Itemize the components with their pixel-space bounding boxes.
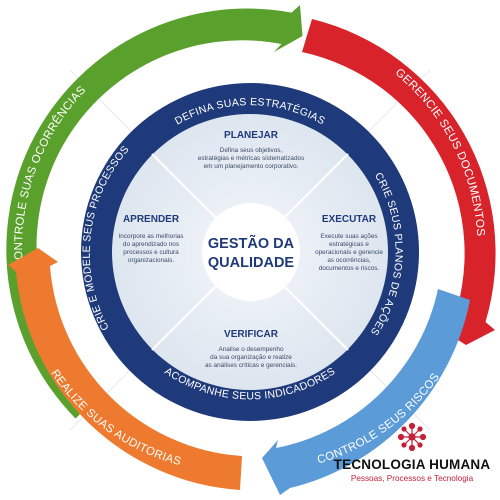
- verificar-line: as análises críticas e gerenciais.: [205, 362, 297, 369]
- quadrant-aprender: APRENDER Incorpore as melhorias do apren…: [118, 214, 183, 264]
- quadrant-executar: EXECUTAR Execute suas ações estratégicas…: [315, 214, 383, 272]
- center-title-line2: QUALIDADE: [208, 255, 295, 271]
- aprender-line: Incorpore as melhorias: [118, 233, 183, 240]
- verificar-line: Analise o desempenho: [218, 346, 283, 353]
- verificar-line: da sua organização e realize: [210, 354, 292, 361]
- executar-line: as ocorrências,: [327, 257, 371, 264]
- brand-name: TECNOLOGIA HUMANA: [334, 457, 491, 472]
- aprender-line: do aprendizado nos: [123, 241, 179, 248]
- planejar-line: Defina seus objetivos,: [220, 147, 283, 154]
- planejar-line: em um planejamento corporativo.: [204, 163, 299, 170]
- center-circle: GESTÃO DA QUALIDADE: [202, 203, 300, 301]
- aprender-line: processos e cultura: [123, 249, 179, 256]
- quadrant-planejar: PLANEJAR Defina seus objetivos, estratég…: [198, 130, 305, 170]
- brand: TECNOLOGIA HUMANA Pessoas, Processos e T…: [334, 422, 491, 483]
- outer-arc-blue-shape: [262, 289, 470, 495]
- molecule-logo-icon: [397, 422, 427, 452]
- executar-title: EXECUTAR: [322, 214, 377, 225]
- executar-line: estratégicas e: [329, 241, 369, 248]
- aprender-title: APRENDER: [123, 214, 180, 225]
- aprender-line: organizacionais.: [128, 257, 174, 264]
- brand-tagline: Pessoas, Processos e Tecnologia: [351, 474, 474, 483]
- executar-line: operacionais e gerencie: [315, 249, 383, 256]
- executar-line: documentos e riscos.: [319, 265, 380, 272]
- center-title-line1: GESTÃO DA: [208, 234, 295, 252]
- outer-arc-red-shape: [302, 19, 496, 345]
- executar-line: Execute suas ações: [320, 233, 377, 240]
- quadrant-verificar: VERIFICAR Analise o desempenho da sua or…: [205, 329, 297, 369]
- planejar-line: estratégias e métricas sistematizados: [198, 155, 305, 162]
- outer-arc-green-shape: [6, 5, 303, 419]
- verificar-title: VERIFICAR: [224, 329, 279, 340]
- planejar-title: PLANEJAR: [224, 130, 279, 141]
- outer-arc-orange-shape: [8, 248, 242, 490]
